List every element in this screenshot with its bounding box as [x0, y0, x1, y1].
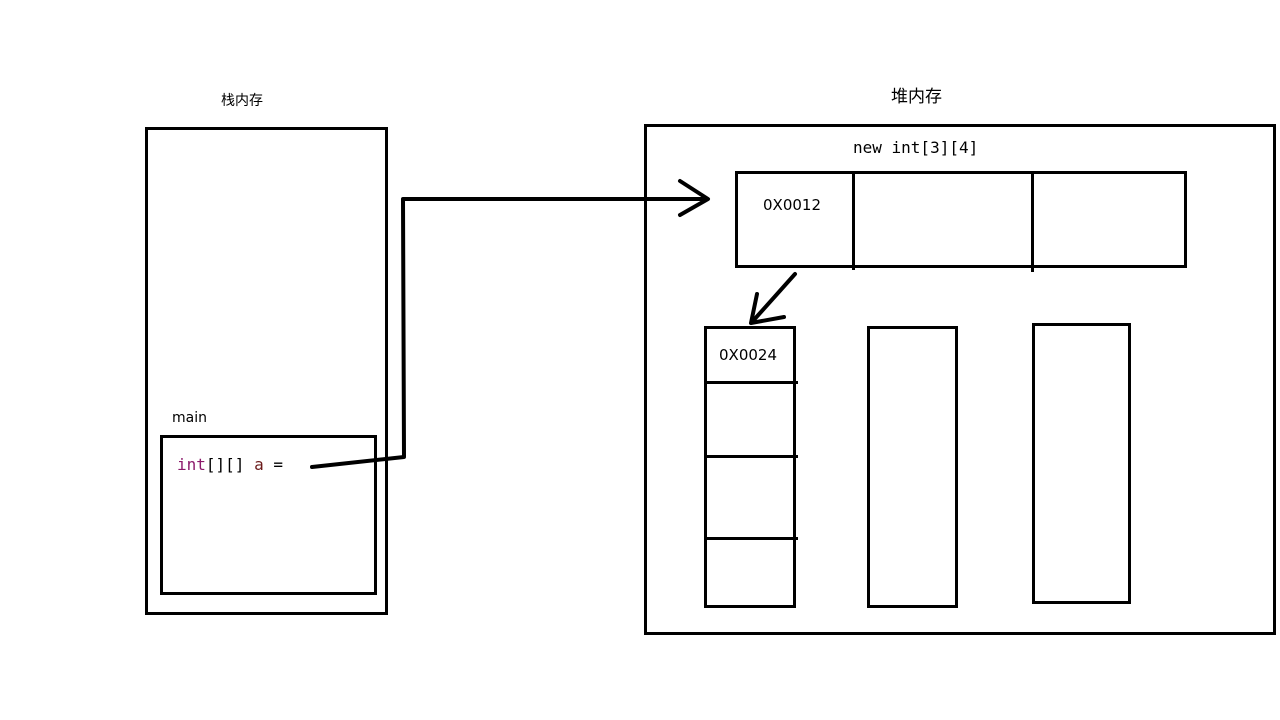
- array-brackets: [][]: [205, 455, 245, 474]
- inner-array-divider: [706, 537, 798, 540]
- outer-array-divider: [1031, 173, 1034, 272]
- outer-array-address: 0X0012: [763, 196, 821, 214]
- inner-array-divider: [706, 455, 798, 458]
- outer-array-divider: [852, 173, 855, 270]
- main-stack-frame: [160, 435, 377, 595]
- type-keyword: int: [177, 455, 206, 474]
- inner-array: [704, 326, 796, 608]
- stack-memory-title: 栈内存: [221, 93, 263, 109]
- array-declaration: int[][] a =: [177, 457, 283, 473]
- stack-to-heap-reference-line: [310, 197, 708, 469]
- inner-array-divider: [706, 381, 798, 384]
- inner-array-address: 0X0024: [719, 346, 777, 364]
- outer-array: [735, 171, 1187, 268]
- arrow-head-right-icon: [678, 179, 710, 217]
- heap-memory-box: [644, 124, 1276, 635]
- new-array-expression: new int[3][4]: [853, 138, 979, 157]
- inner-array: [867, 326, 958, 608]
- main-frame-label: main: [172, 410, 207, 426]
- stack-memory-box: [145, 127, 388, 615]
- assign-operator: =: [273, 455, 283, 474]
- heap-memory-title: 堆内存: [891, 87, 942, 107]
- outer-to-inner-reference-line: [750, 272, 797, 324]
- variable-name: a: [254, 455, 264, 474]
- inner-array: [1032, 323, 1131, 604]
- arrow-head-down-left-icon: [749, 292, 786, 325]
